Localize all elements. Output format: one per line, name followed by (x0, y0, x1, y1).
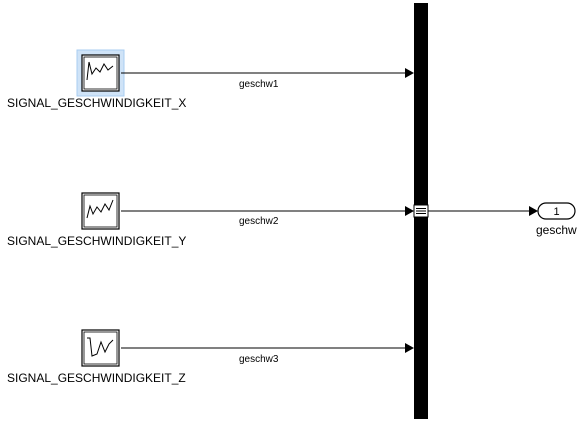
signal-waveform-icon (86, 61, 114, 81)
source-block-z[interactable] (81, 329, 120, 367)
signal-line-geschw3[interactable] (121, 343, 414, 353)
signal-line-geschw1[interactable] (121, 68, 414, 78)
outport-label: geschw (536, 223, 577, 237)
source-label-x: SIGNAL_GESCHWINDIGKEIT_X (7, 96, 186, 110)
signal-waveform-icon (86, 199, 114, 219)
source-block-x[interactable] (76, 49, 125, 97)
signal-label-geschw3: geschw3 (239, 354, 279, 365)
signal-line-geschw2[interactable] (121, 206, 414, 216)
source-block-y[interactable] (81, 192, 120, 230)
output-signal-line[interactable] (428, 206, 538, 216)
signal-waveform-icon (87, 337, 114, 357)
arrowhead-icon (405, 343, 414, 353)
arrowhead-icon (529, 206, 538, 216)
source-label-y: SIGNAL_GESCHWINDIGKEIT_Y (7, 234, 186, 248)
arrowhead-icon (405, 206, 414, 216)
arrowhead-icon (405, 68, 414, 78)
signal-label-geschw2: geschw2 (239, 216, 279, 227)
bus-creator-block[interactable] (413, 3, 429, 419)
signal-label-geschw1: geschw1 (239, 79, 279, 90)
outport-number: 1 (553, 206, 559, 218)
source-label-z: SIGNAL_GESCHWINDIGKEIT_Z (7, 371, 186, 385)
outport-block[interactable]: 1 (537, 202, 576, 220)
